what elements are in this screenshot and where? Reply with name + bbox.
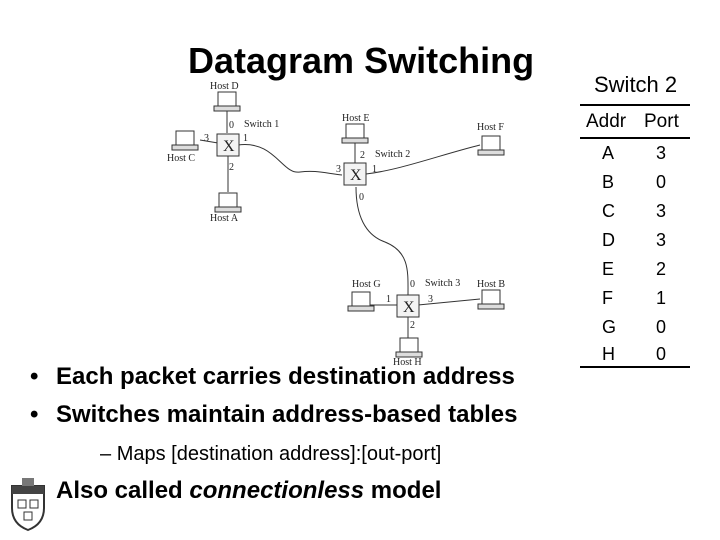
port-label: 0 (359, 192, 364, 203)
link-s1-s2 (237, 144, 343, 176)
switch-label: Switch 3 (425, 278, 460, 289)
sub-bullet-item: – Maps [destination address]:[out-port] (100, 443, 441, 466)
link-s2-f (365, 144, 481, 175)
port-label: 3 (204, 133, 209, 144)
switch-3-icon: X (396, 294, 420, 318)
port-label: 1 (243, 133, 248, 144)
university-shield-logo (11, 478, 45, 532)
host-label: Host F (477, 122, 504, 133)
table-header-rule (580, 137, 690, 139)
port-label: 3 (336, 164, 341, 175)
table-row: G 0 (580, 317, 690, 346)
sub-bullet-text: Maps [destination address]:[out-port] (116, 443, 442, 465)
table-cell-port: 0 (656, 317, 667, 337)
port-label: 2 (229, 162, 234, 173)
host-f-icon (477, 135, 505, 156)
bullet-item: • Switches maintain address-based tables (30, 401, 518, 429)
bullet-item: •Also called connectionless model (30, 477, 441, 505)
switch-label: Switch 2 (375, 149, 410, 160)
switch-symbol: X (223, 138, 235, 155)
table-cell-addr: C (602, 201, 615, 221)
host-a-icon (214, 192, 242, 213)
table-row: E 2 (580, 259, 690, 288)
bullet-text-after: model (364, 477, 442, 504)
switch-1-icon: X (216, 133, 240, 157)
table-top-rule (580, 104, 690, 106)
network-diagram: X X X Host D Host C Host A Host E Host F… (167, 81, 505, 368)
host-label: Host C (167, 153, 195, 164)
bullet-text: Switches maintain address-based tables (56, 401, 518, 428)
table-header-port: Port (644, 111, 679, 132)
table-bottom-rule (580, 366, 690, 368)
table-row: A 3 (580, 143, 690, 172)
table-cell-addr: E (602, 259, 615, 279)
bullet-mark: • (30, 401, 39, 428)
host-label: Host B (477, 279, 505, 290)
host-g-icon (347, 291, 375, 312)
host-d-icon (213, 91, 241, 112)
host-e-icon (341, 123, 369, 144)
port-label: 0 (410, 279, 415, 290)
table-cell-addr: F (602, 288, 613, 308)
link-s3-b (417, 298, 481, 306)
switch-2-icon: X (343, 162, 367, 186)
table-cell-port: 3 (656, 143, 667, 163)
port-label: 1 (386, 294, 391, 305)
table-header-addr: Addr (586, 111, 627, 132)
bullet-item: • Each packet carries destination address (30, 363, 515, 391)
bullet-text-before: Also called (56, 477, 190, 504)
table-cell-addr: B (602, 172, 615, 192)
host-label: Host D (210, 81, 239, 92)
link-s2-s3 (355, 186, 409, 297)
table-title: Switch 2 (594, 72, 678, 97)
host-label: Host E (342, 113, 370, 124)
host-label: Host A (210, 213, 239, 224)
port-label: 0 (229, 120, 234, 131)
slide-title: Datagram Switching (188, 40, 535, 81)
host-h-icon (395, 337, 423, 358)
host-b-icon (477, 289, 505, 310)
table-cell-addr: H (602, 344, 615, 364)
host-label: Host G (352, 279, 381, 290)
host-label: Host H (393, 357, 422, 368)
table-row: F 1 (580, 288, 690, 317)
switch-symbol: X (403, 299, 415, 316)
table-row: C 3 (580, 201, 690, 230)
table-cell-port: 0 (656, 344, 667, 364)
table-cell-port: 0 (656, 172, 667, 192)
table-cell-port: 3 (656, 201, 667, 221)
port-label: 2 (410, 320, 415, 331)
bullet-text: Each packet carries destination address (56, 363, 515, 390)
switch-label: Switch 1 (244, 119, 279, 130)
table-cell-port: 3 (656, 230, 667, 250)
sub-bullet-mark: – (100, 443, 112, 465)
table-row: B 0 (580, 172, 690, 201)
table-row: H 0 (580, 344, 690, 373)
port-label: 1 (372, 164, 377, 175)
bullet-mark: • (30, 363, 39, 390)
table-cell-addr: D (602, 230, 615, 250)
port-label: 2 (360, 150, 365, 161)
table-cell-port: 2 (656, 259, 667, 279)
table-cell-port: 1 (656, 288, 667, 308)
table-cell-addr: A (602, 143, 615, 163)
bullet-text-emph: connectionless (189, 477, 365, 504)
table-cell-addr: G (602, 317, 617, 337)
link-c-s1 (199, 139, 219, 144)
switch-symbol: X (350, 167, 362, 184)
table-row: D 3 (580, 230, 690, 259)
host-c-icon (171, 130, 199, 151)
port-label: 3 (428, 294, 433, 305)
